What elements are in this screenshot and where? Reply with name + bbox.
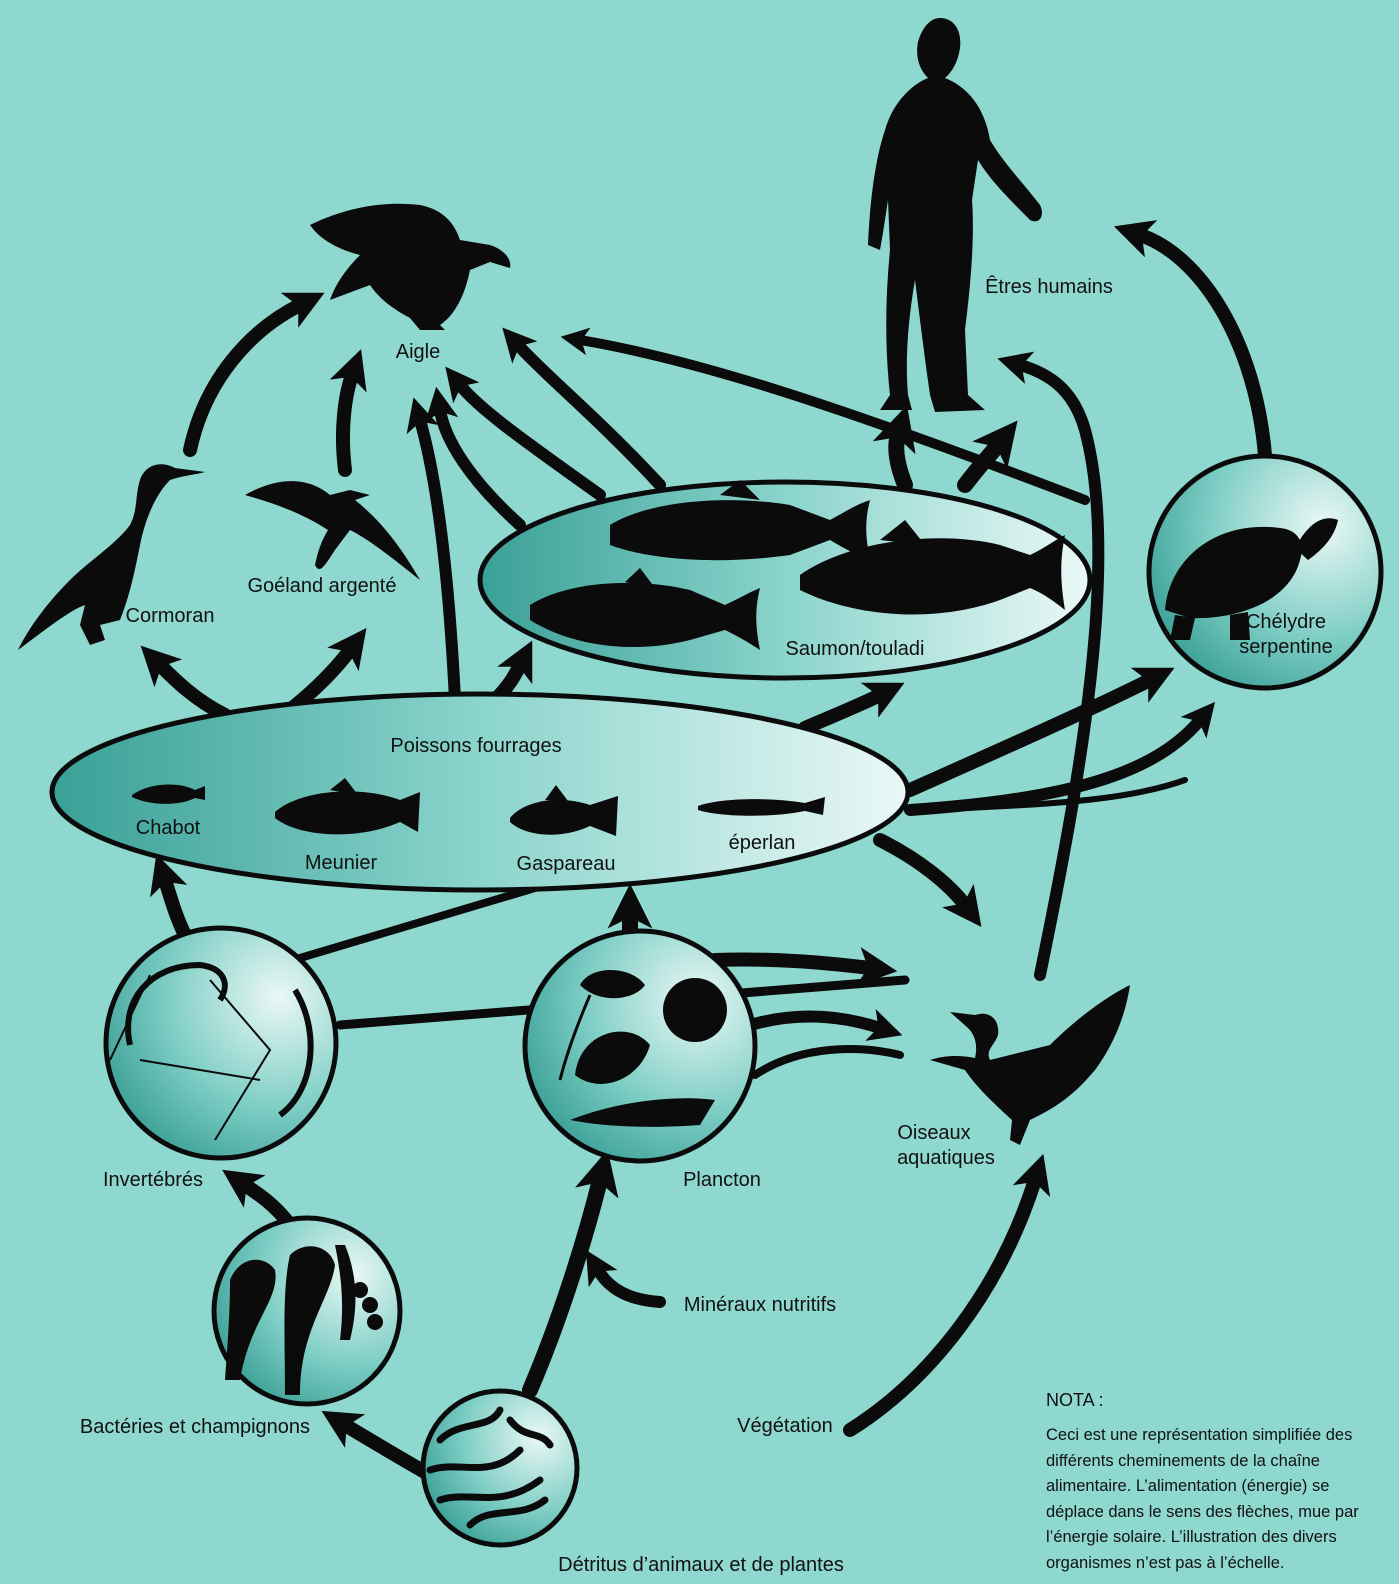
arrow-vegetation-to-oiseaux [850, 1180, 1035, 1430]
arrow-poissons-to-saumon-right [805, 695, 880, 728]
chelydre-label-1: Chélydre [1246, 611, 1326, 633]
arrow-detritus-to-bacteria [345, 1425, 430, 1475]
gull-icon [245, 481, 420, 580]
chabot-label: Chabot [136, 817, 201, 839]
nota-line: Ceci est une représentation simplifiée d… [1046, 1423, 1396, 1449]
nota-line: l’énergie solaire. L’illustration des di… [1046, 1525, 1396, 1551]
nota-body: Ceci est une représentation simplifiée d… [1046, 1423, 1396, 1576]
eperlan-label: éperlan [729, 832, 796, 854]
chelydre-label-2: serpentine [1239, 636, 1332, 658]
gaspareau-label: Gaspareau [517, 853, 616, 875]
mineraux-label: Minéraux nutritifs [684, 1294, 836, 1316]
arrow-saumon-to-humains-1 [896, 435, 905, 485]
arrow-plancton-to-oiseaux-2 [735, 1017, 880, 1030]
human-icon [868, 18, 1042, 412]
arrow-mineraux-to-plancton [598, 1270, 660, 1302]
vegetation-label: Végétation [737, 1415, 833, 1437]
saumon-node: Saumon/touladi [480, 480, 1090, 678]
duck-icon [930, 985, 1130, 1145]
arrow-goeland-to-aigle [343, 375, 352, 470]
nota-line: différents cheminements de la chaîne [1046, 1449, 1396, 1475]
bacteries-label: Bactéries et champignons [80, 1416, 310, 1438]
oiseaux-label-1: Oiseaux [897, 1122, 970, 1144]
arrow-cormoran-to-aigle [190, 305, 300, 450]
arrow-invertebres-to-poissons [165, 880, 185, 935]
meunier-label: Meunier [305, 852, 378, 874]
oiseaux-label-2: aquatiques [897, 1147, 995, 1169]
arrow-oiseaux-to-humains [1020, 365, 1098, 975]
arrow-poissons-to-cormoran [160, 665, 225, 715]
arrow-poissons-to-oiseaux [880, 840, 965, 905]
invertebres-label: Invertébrés [103, 1169, 203, 1191]
line-invertebres-to-saumon [300, 885, 545, 958]
eagle-icon [310, 204, 510, 330]
arrow-detritus-to-plancton [530, 1180, 600, 1390]
plancton-label: Plancton [683, 1169, 761, 1191]
arrow-poissons-to-aigle [420, 420, 455, 700]
nota-line: organismes n’est pas à l’échelle. [1046, 1551, 1396, 1577]
saumon-label: Saumon/touladi [786, 638, 925, 660]
nota-line: déplace dans le sens des flèches, mue pa… [1046, 1500, 1396, 1526]
invertebres-node: Invertébrés [103, 928, 336, 1191]
bacteries-node: Bactéries et champignons [80, 1218, 400, 1438]
arrow-chelydre-to-humains [1140, 235, 1265, 455]
nota-line: alimentaire. L’alimentation (énergie) se [1046, 1474, 1396, 1500]
arrow-saumon-to-aigle-3 [518, 345, 660, 485]
chelydre-node: Chélydre serpentine [1149, 456, 1381, 688]
arrow-plancton-to-oiseaux-1 [715, 959, 870, 968]
poissons-label: Poissons fourrages [390, 735, 561, 757]
poissons-fourrages-node: Poissons fourrages Chabot Meunier Gaspar… [52, 694, 908, 890]
detritus-label: Détritus d’animaux et de plantes [558, 1554, 844, 1576]
plancton-node: Plancton [525, 931, 761, 1191]
nota-title: NOTA : [1046, 1390, 1396, 1411]
goeland-label: Goéland argenté [247, 575, 396, 597]
nota-box: NOTA : Ceci est une représentation simpl… [1046, 1390, 1396, 1576]
aigle-label: Aigle [396, 341, 440, 363]
line-plancton-to-oiseaux [755, 1049, 900, 1075]
humains-label: Êtres humains [985, 275, 1113, 298]
cormoran-label: Cormoran [126, 605, 215, 627]
